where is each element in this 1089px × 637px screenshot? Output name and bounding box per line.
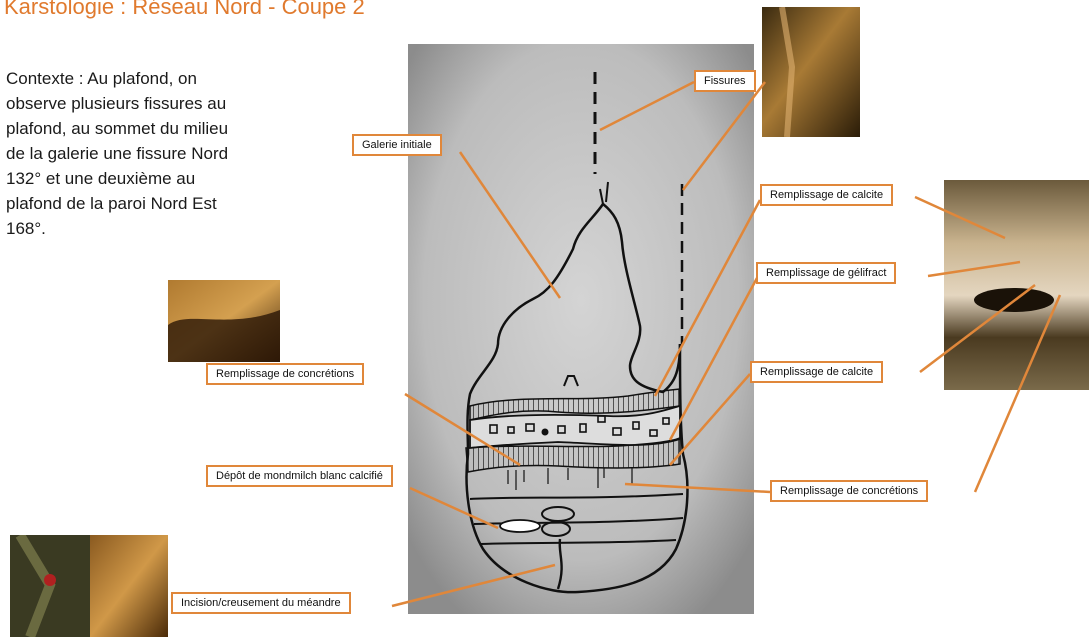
label-galerie-initiale: Galerie initiale: [352, 134, 442, 156]
label-remplissage-gelifract: Remplissage de gélifract: [756, 262, 896, 284]
label-remplissage-calcite-top: Remplissage de calcite: [760, 184, 893, 206]
label-incision-meandre: Incision/creusement du méandre: [171, 592, 351, 614]
label-fissures: Fissures: [694, 70, 756, 92]
label-remplissage-calcite-bottom: Remplissage de calcite: [750, 361, 883, 383]
label-depot-mondmilch: Dépôt de mondmilch blanc calcifié: [206, 465, 393, 487]
label-remplissage-concretions-left: Remplissage de concrétions: [206, 363, 364, 385]
label-remplissage-concretions-right: Remplissage de concrétions: [770, 480, 928, 502]
